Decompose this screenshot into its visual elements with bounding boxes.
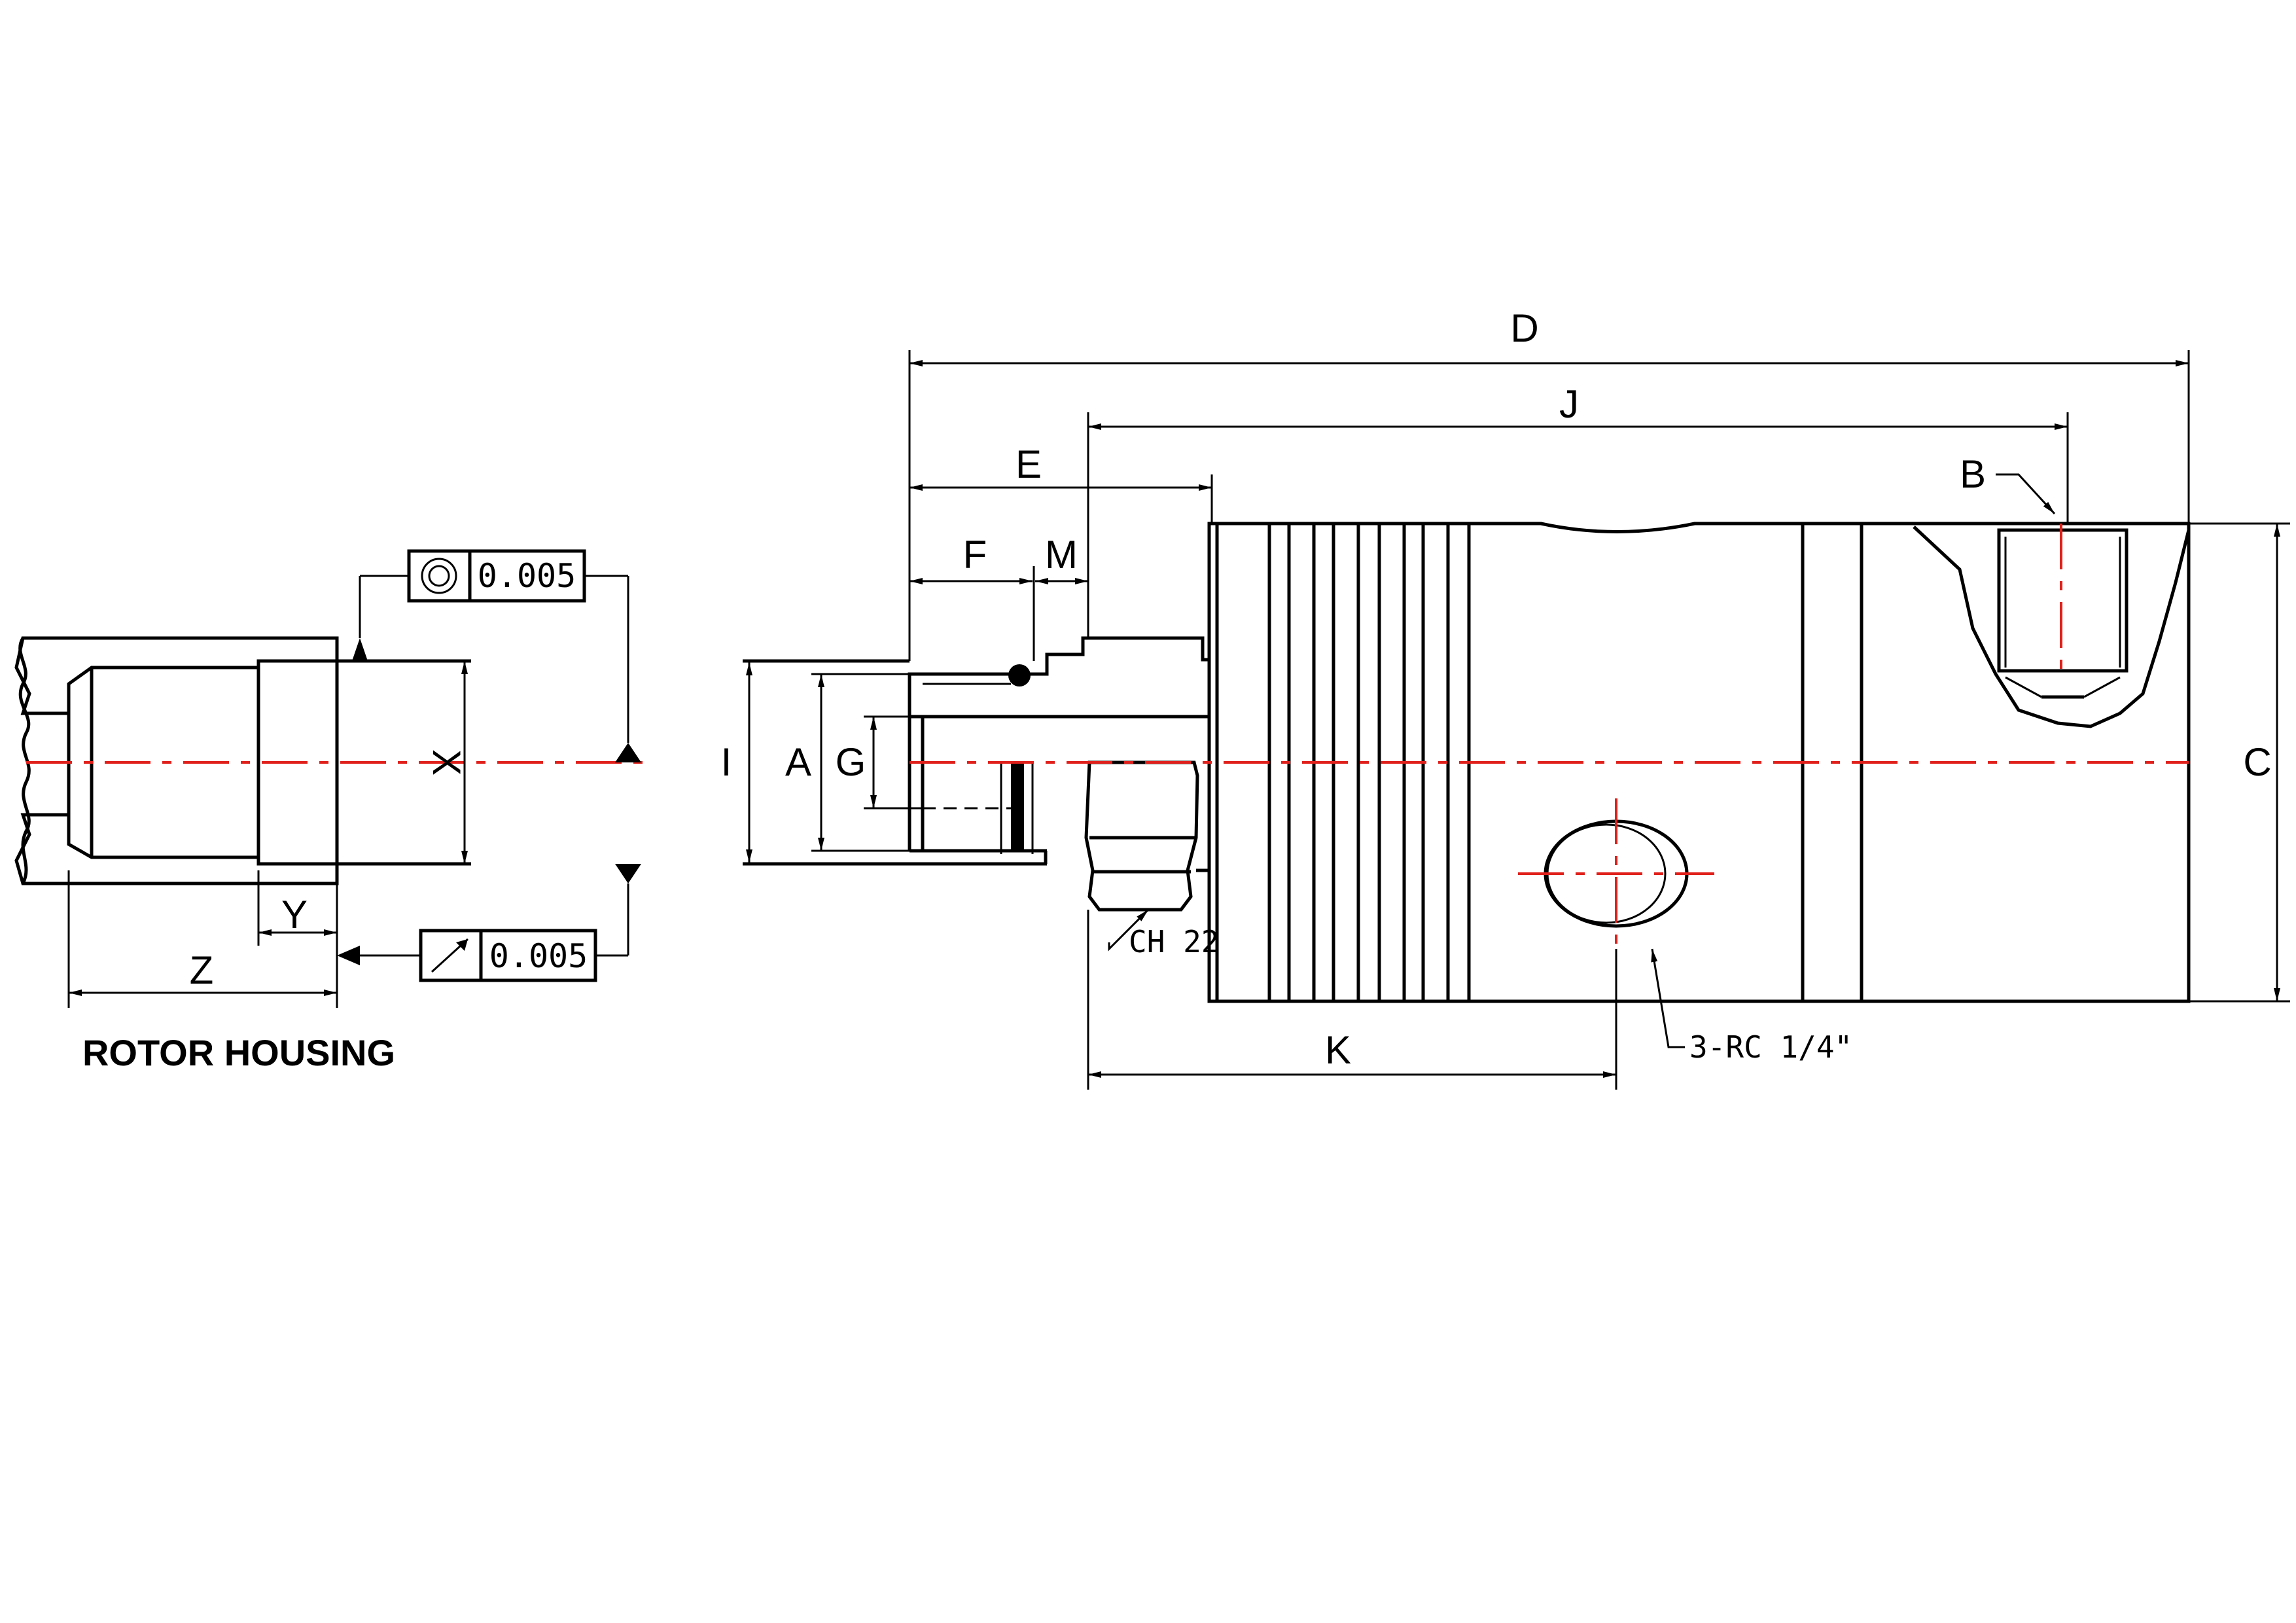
dim-k-label: K: [1325, 1028, 1351, 1072]
o-ring: [1008, 664, 1031, 687]
top-port-section: [1913, 526, 2191, 728]
rotor-shaft-section: [908, 636, 1211, 719]
datum-triangle-right-bottom: [615, 864, 641, 883]
runout-frame: 0.005: [419, 929, 597, 982]
rotor-housing-title: ROTOR HOUSING: [82, 1032, 395, 1073]
dim-x-label: X: [425, 749, 468, 776]
concentricity-frame: 0.005: [407, 549, 586, 603]
datum-triangle-top: [352, 638, 368, 661]
dim-z-label: Z: [190, 948, 214, 992]
dim-a-label: A: [785, 740, 811, 784]
housing-wall-top: [14, 636, 339, 715]
runout-leader-triangle: [337, 946, 360, 965]
port-thread-note: 3-RC 1/4": [1689, 1029, 1852, 1065]
dim-f-label: F: [963, 533, 987, 577]
housing-break-line: [18, 637, 31, 885]
dim-d-label: D: [1510, 306, 1538, 350]
runout-value: 0.005: [489, 937, 588, 975]
dim-g-label: G: [836, 740, 866, 784]
dim-c-label: C: [2243, 740, 2271, 784]
rotary-joint-view: D J E F M I A G C K: [721, 306, 2290, 1090]
seal-ring: [1011, 762, 1024, 851]
rotor-housing-view: X 0.005 0.005: [14, 549, 654, 1073]
dim-m-label: M: [1045, 533, 1078, 577]
housing-body: [1467, 522, 2191, 1003]
hex-nut: [1084, 760, 1199, 912]
dim-b-label: B: [1960, 452, 1986, 496]
concentricity-value: 0.005: [478, 557, 576, 595]
dim-y-label: Y: [281, 893, 308, 936]
hex-size-note: CH 22: [1129, 924, 1219, 959]
housing-wall-bottom: [14, 813, 339, 885]
concentricity-icon: [421, 558, 457, 594]
runout-arrow-icon: [431, 938, 469, 973]
dim-j-label: J: [1559, 382, 1579, 426]
dim-e-label: E: [1016, 442, 1042, 486]
dim-i-label: I: [721, 740, 732, 784]
datum-triangle-right-top: [615, 743, 641, 762]
top-port-bore: [1997, 528, 2128, 673]
